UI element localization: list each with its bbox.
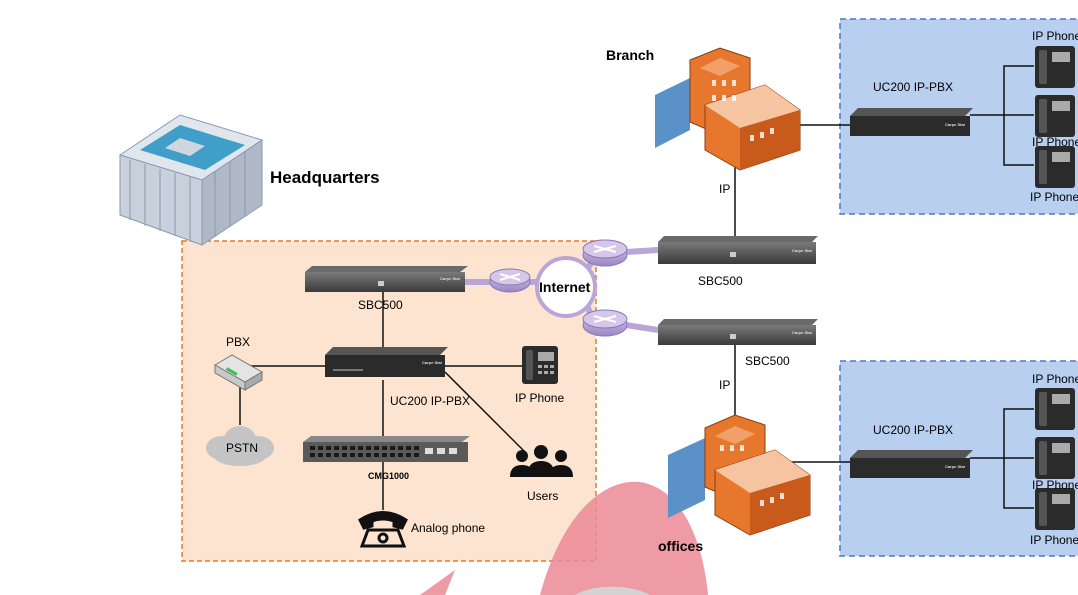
- hq-router-icon: [489, 268, 531, 293]
- branch-ip-phone-icon-1: [1035, 46, 1075, 88]
- pbx-label: PBX: [226, 335, 250, 349]
- hq-uc200-device: [325, 347, 448, 377]
- offices-sbc500-label: SBC500: [745, 354, 790, 368]
- branch-ip-phone-icon-3: [1035, 146, 1075, 188]
- offices-uc200-device: [850, 450, 973, 478]
- offices-ip-phone-label-1: IP Phone: [1032, 372, 1078, 386]
- hq-ip-phone-label: IP Phone: [515, 391, 564, 405]
- branch-ip-phone-label-1: IP Phone: [1032, 29, 1078, 43]
- cmg1000-device: [303, 436, 470, 462]
- pstn-cloud-icon: [206, 426, 274, 466]
- hq-sbc500-label: SBC500: [358, 298, 403, 312]
- offices-sbc500-device: [658, 319, 818, 345]
- internet-label: Internet: [539, 279, 591, 295]
- analog-phone-icon: [358, 511, 408, 548]
- branch-router-icon: [582, 239, 628, 267]
- brand-label-offices-uc200: Carpe Star: [945, 464, 966, 469]
- offices-ip-phone-icon-3: [1035, 488, 1075, 530]
- connections: [239, 65, 1034, 510]
- branch-label: Branch: [606, 47, 654, 63]
- branch-ip-phone-icon-2: [1035, 95, 1075, 137]
- branch-ip-phone-label-2: IP Phone: [1032, 135, 1078, 149]
- brand-label-offices-sbc: Carpe Star: [792, 330, 813, 335]
- branch-uc200-label: UC200 IP-PBX: [873, 80, 953, 94]
- brand-label-hq-uc200: Carpe Star: [422, 360, 443, 365]
- offices-ip-phone-icon-2: [1035, 437, 1075, 479]
- headquarters-zone: [181, 240, 597, 562]
- hq-uc200-label: UC200 IP-PBX: [390, 394, 470, 408]
- offices-router-icon: [582, 309, 628, 337]
- watermark-logo: [420, 481, 708, 595]
- users-icon: [510, 445, 573, 477]
- hq-sbc500-device: [305, 266, 468, 292]
- offices-ip-phone-label-2: IP Phone: [1032, 478, 1078, 492]
- offices-ip-label: IP: [719, 378, 730, 392]
- offices-uc200-label: UC200 IP-PBX: [873, 423, 953, 437]
- brand-label-branch-sbc: Carpe Star: [792, 248, 813, 253]
- headquarters-label: Headquarters: [270, 168, 380, 187]
- cmg1000-label: CMG1000: [368, 471, 409, 481]
- internet-cloud: [535, 256, 597, 318]
- branch-uc200-device: [850, 108, 973, 136]
- pstn-label: PSTN: [226, 441, 258, 455]
- pbx-icon: [214, 354, 263, 391]
- brand-label-branch-uc200: Carpe Star: [945, 122, 966, 127]
- offices-ip-phone-icon-1: [1035, 388, 1075, 430]
- branch-ip-phone-label-3: IP Phone: [1030, 190, 1078, 204]
- branch-sbc500-label: SBC500: [698, 274, 743, 288]
- offices-label: offices: [658, 538, 703, 554]
- brand-label-hq-sbc: Carpe Star: [440, 276, 461, 281]
- users-label: Users: [527, 489, 558, 503]
- analog-phone-label: Analog phone: [411, 521, 485, 535]
- branch-building-icon: [655, 47, 801, 171]
- offices-ip-phone-label-3: IP Phone: [1030, 533, 1078, 547]
- headquarters-building-icon: [118, 114, 264, 246]
- offices-building-icon: [668, 414, 811, 536]
- branch-ip-label: IP: [719, 182, 730, 196]
- branch-sbc500-device: [658, 236, 818, 264]
- hq-ip-phone-icon: [522, 346, 558, 384]
